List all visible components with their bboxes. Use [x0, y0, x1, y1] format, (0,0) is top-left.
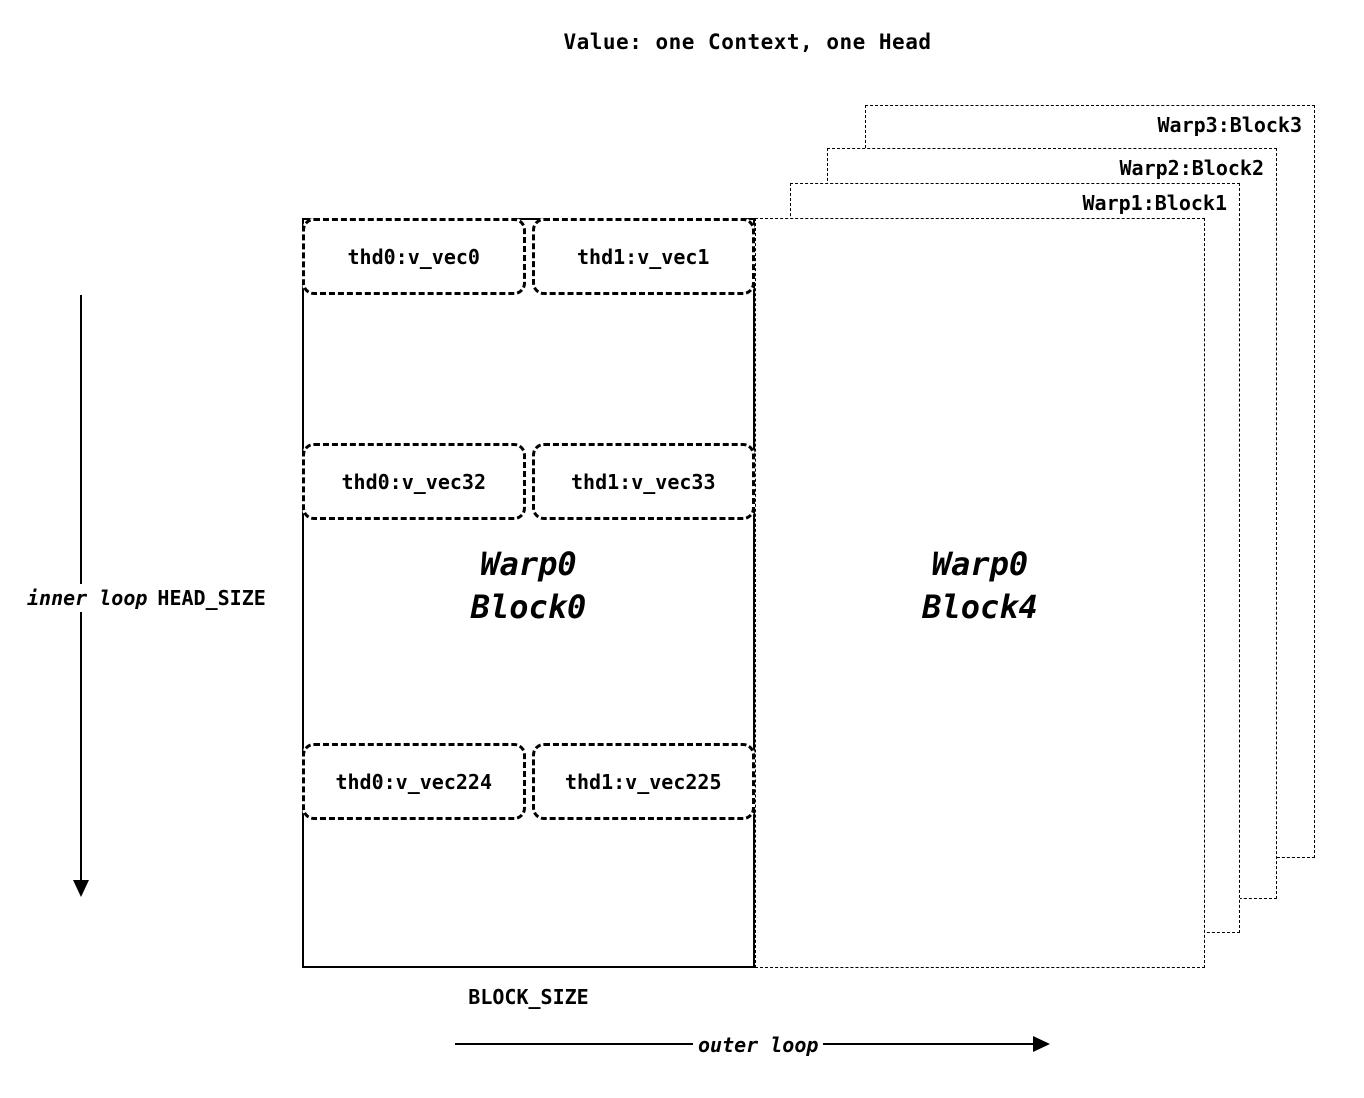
block-warp0-block0: thd0:v_vec0 thd1:v_vec1 thd0:v_vec32 thd… — [302, 218, 755, 968]
inner-loop-head-size-label: inner loop HEAD_SIZE — [24, 584, 269, 612]
vec-box-thd0-v_vec224: thd0:v_vec224 — [302, 743, 526, 820]
vec-box-thd0-v_vec0: thd0:v_vec0 — [302, 218, 526, 295]
vec-box-thd1-v_vec33: thd1:v_vec33 — [531, 443, 755, 520]
block-warp0-block4: Warp0 Block4 — [755, 218, 1205, 968]
inner-loop-arrowhead-icon — [73, 880, 89, 897]
block-label-line2: Block4 — [922, 587, 1038, 626]
inner-loop-label: inner loop — [27, 586, 148, 610]
vec-row-1: thd0:v_vec32 thd1:v_vec33 — [302, 443, 755, 520]
block-warp2-label: Warp2:Block2 — [1119, 156, 1265, 180]
outer-loop-arrowhead-icon — [1033, 1036, 1050, 1052]
block-warp0-block0-label: Warp0 Block0 — [471, 542, 587, 628]
block-warp1-label: Warp1:Block1 — [1082, 191, 1228, 215]
block-size-label: BLOCK_SIZE — [468, 985, 589, 1009]
block-warp3-label: Warp3:Block3 — [1157, 113, 1303, 137]
warp-label-line1: Warp0 — [931, 544, 1029, 583]
diagram-title: Value: one Context, one Head — [563, 30, 932, 54]
vec-box-thd1-v_vec225: thd1:v_vec225 — [531, 743, 755, 820]
block-label-line2: Block0 — [470, 587, 587, 626]
head-size-label: HEAD_SIZE — [157, 586, 266, 610]
outer-loop-label: outer loop — [693, 1033, 824, 1057]
vec-box-thd1-v_vec1: thd1:v_vec1 — [531, 218, 755, 295]
block-warp0-block4-label: Warp0 Block4 — [922, 542, 1038, 628]
vec-row-2: thd0:v_vec224 thd1:v_vec225 — [302, 743, 755, 820]
vec-row-0: thd0:v_vec0 thd1:v_vec1 — [302, 218, 755, 295]
warp-label-line1: Warp0 — [480, 544, 577, 583]
vec-box-thd0-v_vec32: thd0:v_vec32 — [302, 443, 526, 520]
